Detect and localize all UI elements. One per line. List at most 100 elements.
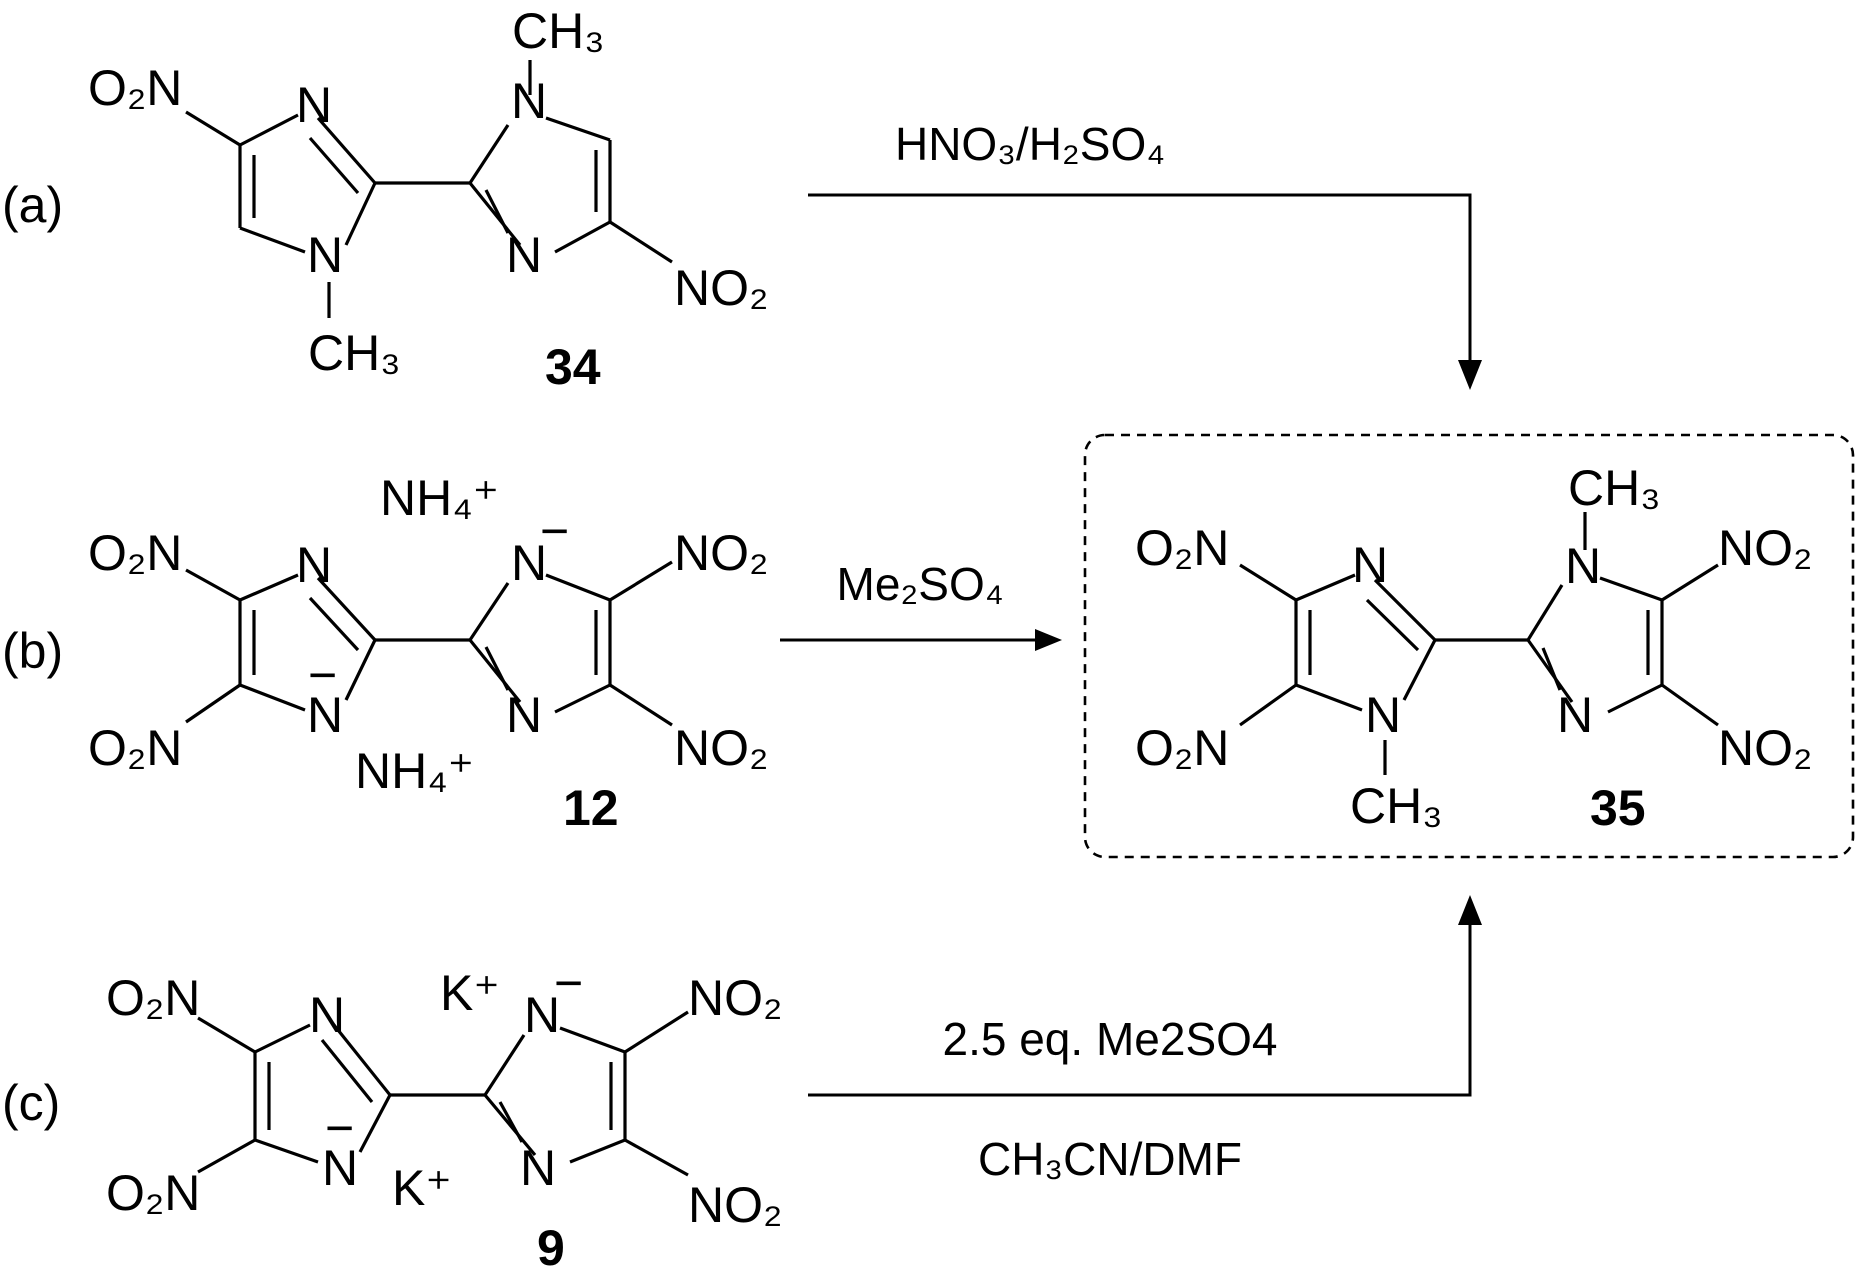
bond [554, 220, 611, 254]
bond [468, 582, 510, 641]
bond [1239, 563, 1297, 602]
compound-9: (c) O₂N O₂N N N − N − N NO₂ NO₂ K⁺ K⁺ [2, 955, 782, 1269]
bond [1295, 683, 1363, 712]
bond [1599, 576, 1663, 602]
ring-nitrogen: N [307, 227, 343, 283]
compound-number: 34 [545, 339, 601, 395]
ring-nitrogen: N [1565, 538, 1601, 594]
bond [1373, 578, 1437, 642]
compound-number: 35 [1590, 780, 1646, 836]
ring-nitrogen: N [1557, 687, 1593, 743]
anion-charge: − [554, 955, 583, 1011]
ring-nitrogen: N [322, 1140, 358, 1196]
row-label-c: (c) [2, 1075, 60, 1131]
bond [545, 116, 611, 142]
nitro-label: O₂N [88, 720, 182, 776]
bond [1661, 683, 1719, 727]
nitro-label: O₂N [88, 525, 182, 581]
nitro-label: NO₂ [674, 525, 768, 581]
arrow-line [808, 925, 1472, 1097]
reagent-label: CH₃CN/DMF [978, 1133, 1242, 1185]
methyl-label: CH₃ [1350, 778, 1443, 834]
methyl-label: CH₃ [308, 325, 401, 381]
ring-nitrogen: N [524, 987, 560, 1043]
ring-nitrogen: N [296, 77, 332, 133]
ring-nitrogen: N [309, 987, 345, 1043]
anion-charge: − [325, 1100, 354, 1156]
nitro-label: O₂N [1135, 520, 1229, 576]
bond [1607, 683, 1663, 714]
bond [569, 1138, 626, 1164]
anion-charge: − [308, 647, 337, 703]
methyl-label: CH₃ [512, 3, 605, 59]
product-frame [1083, 433, 1855, 859]
nitro-label: NO₂ [674, 260, 768, 316]
reagent-label: HNO₃/H₂SO₄ [895, 118, 1165, 170]
compound-12: (b) O₂N O₂N N N − N − N NO₂ NO₂ NH₄⁺ NH₄ [2, 470, 768, 836]
bond [316, 116, 377, 185]
ring-nitrogen: N [511, 73, 547, 129]
arrowhead-icon [1035, 629, 1062, 651]
bond [483, 1093, 537, 1157]
bond [624, 1010, 689, 1054]
nitro-label: NO₂ [688, 1177, 782, 1233]
bond [1526, 639, 1574, 703]
bond [468, 124, 510, 184]
bond [308, 596, 360, 652]
reaction-arrow-a: HNO₃/H₂SO₄ [808, 118, 1482, 390]
bond [344, 182, 377, 246]
arrowhead-icon [1458, 895, 1482, 925]
bond [185, 568, 241, 602]
ring-nitrogen: N [1365, 687, 1401, 743]
bond [197, 1138, 256, 1174]
anion-charge: − [540, 503, 569, 559]
bond [239, 113, 299, 147]
nitro-label: O₂N [106, 970, 200, 1026]
nitro-label: O₂N [88, 60, 182, 116]
row-label-a: (a) [2, 177, 63, 233]
potassium-label: K⁺ [392, 1160, 452, 1216]
bond [609, 560, 673, 602]
bond [344, 639, 377, 701]
compound-34: (a) O₂N N N CH₃ N CH₃ N NO₂ 34 [2, 3, 768, 395]
bond [483, 1034, 526, 1096]
bond [1661, 563, 1719, 602]
bond [1239, 683, 1297, 727]
bond [554, 683, 611, 714]
bond [328, 1019, 392, 1096]
potassium-label: K⁺ [440, 965, 500, 1021]
bond [239, 683, 306, 712]
bond [1295, 573, 1356, 602]
compound-number: 12 [563, 780, 619, 836]
ring-nitrogen: N [506, 687, 542, 743]
bond [239, 573, 299, 602]
row-label-b: (b) [2, 623, 63, 679]
reagent-label: Me₂SO₄ [837, 558, 1004, 610]
bond [1365, 598, 1420, 652]
bond [484, 189, 510, 234]
ring-nitrogen: N [307, 687, 343, 743]
compound-35: O₂N O₂N N N CH₃ N CH₃ N NO₂ NO₂ 35 [1135, 460, 1812, 836]
nitro-label: NO₂ [688, 970, 782, 1026]
bond [468, 638, 522, 704]
nitro-label: NO₂ [674, 720, 768, 776]
ammonium-label: NH₄⁺ [380, 470, 499, 526]
ring-nitrogen: N [1352, 537, 1388, 593]
bond [1402, 639, 1437, 701]
reagent-label: 2.5 eq. Me2SO4 [943, 1013, 1278, 1065]
reaction-arrow-c: 2.5 eq. Me2SO4 CH₃CN/DMF [808, 895, 1482, 1185]
nitro-label: NO₂ [1718, 720, 1812, 776]
compound-number: 9 [537, 1220, 565, 1269]
ammonium-label: NH₄⁺ [355, 743, 474, 799]
bond [545, 573, 611, 602]
bond [559, 1026, 626, 1054]
bond [308, 136, 360, 195]
bond [320, 1038, 374, 1104]
arrow-line [808, 193, 1472, 360]
methyl-label: CH₃ [1568, 460, 1661, 516]
nitro-label: O₂N [1135, 720, 1229, 776]
bond [358, 1094, 392, 1153]
ring-nitrogen: N [520, 1140, 556, 1196]
bond [624, 1138, 689, 1177]
